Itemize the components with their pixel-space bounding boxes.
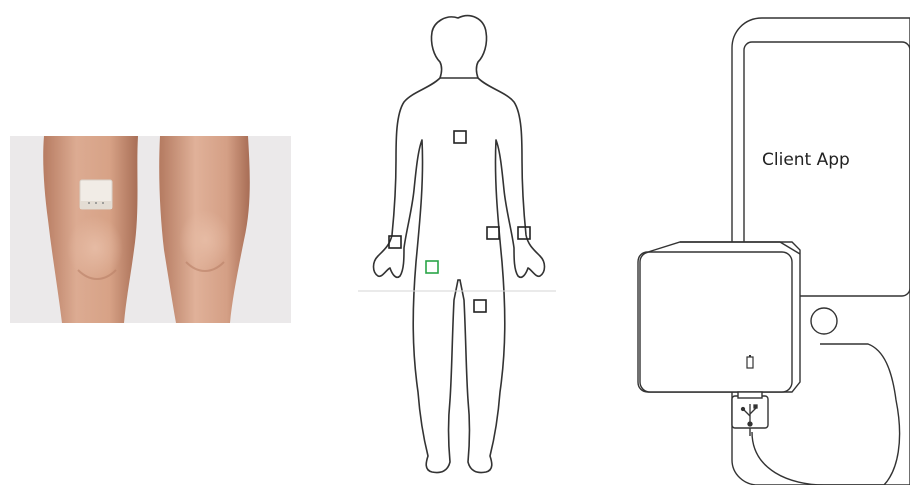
sensor-marker-hip-highlighted: [426, 261, 438, 273]
client-app-label: Client App: [762, 150, 850, 170]
human-body-outline: [374, 16, 545, 473]
sensor-patch: [80, 180, 112, 209]
legs-photo: [10, 136, 291, 323]
hub-front: [640, 252, 792, 392]
sensor-marker-abdomen: [487, 227, 499, 239]
sensor-marker-right-wrist: [518, 227, 530, 239]
head: [431, 16, 486, 78]
body-right-side: [460, 78, 545, 473]
body-left-side: [374, 78, 459, 473]
sensor-marker-chest: [454, 131, 466, 143]
sensor-marker-thigh: [474, 300, 486, 312]
